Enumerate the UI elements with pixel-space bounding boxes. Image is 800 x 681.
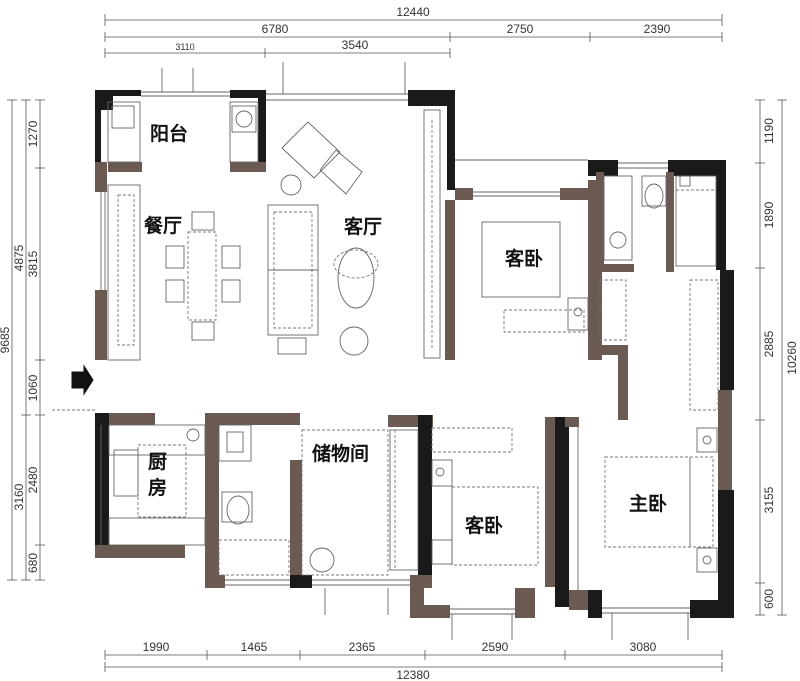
walls bbox=[95, 90, 734, 618]
dim-left-2480: 2480 bbox=[26, 466, 40, 493]
dim-top-2390: 2390 bbox=[644, 22, 671, 36]
dim-right-600: 600 bbox=[762, 589, 776, 609]
dim-top-3540: 3540 bbox=[342, 38, 369, 52]
room-label-balcony: 阳台 bbox=[150, 122, 188, 145]
room-label-master-bedroom: 主卧 bbox=[629, 493, 667, 515]
windows bbox=[100, 62, 690, 640]
top-dimensions: 12440 6780 2750 2390 3110 3540 bbox=[104, 5, 723, 58]
furniture bbox=[107, 101, 719, 590]
room-label-living: 客厅 bbox=[344, 215, 382, 238]
dim-top-total: 12440 bbox=[396, 5, 430, 19]
dim-bottom-1465: 1465 bbox=[241, 640, 268, 654]
dim-left-1270: 1270 bbox=[26, 120, 40, 147]
dim-right-1890: 1890 bbox=[762, 201, 776, 228]
dim-bottom-2365: 2365 bbox=[349, 640, 376, 654]
dim-top-3110: 3110 bbox=[175, 42, 194, 52]
dim-right-1190: 1190 bbox=[762, 118, 776, 144]
room-label-dining: 餐厅 bbox=[144, 214, 182, 237]
dim-left-3160: 3160 bbox=[12, 483, 26, 510]
dim-left-4875: 4875 bbox=[12, 244, 26, 271]
dim-right-3155: 3155 bbox=[762, 486, 776, 513]
left-dimensions: 9685 4875 3160 1270 3815 1060 2480 680 bbox=[0, 99, 45, 581]
bottom-dimensions: 1990 1465 2365 2590 3080 12380 bbox=[104, 640, 723, 681]
room-labels: 阳台 餐厅 客厅 客卧 储物间 客卧 主卧 厨 房 bbox=[144, 122, 667, 537]
dim-left-9685: 9685 bbox=[0, 326, 12, 353]
dim-left-680: 680 bbox=[26, 553, 40, 573]
room-label-guest-bedroom-1: 客卧 bbox=[505, 247, 543, 270]
room-label-guest-bedroom-2: 客卧 bbox=[465, 514, 503, 537]
right-dimensions: 1190 1890 2885 3155 600 10260 bbox=[755, 99, 799, 616]
dim-bottom-3080: 3080 bbox=[630, 640, 657, 654]
room-label-kitchen-char-2: 房 bbox=[148, 476, 167, 499]
dim-left-1060: 1060 bbox=[26, 374, 40, 401]
dim-bottom-2590: 2590 bbox=[482, 640, 509, 654]
dim-bottom-1990: 1990 bbox=[143, 640, 170, 654]
dim-top-2750: 2750 bbox=[507, 22, 534, 36]
dim-left-3815: 3815 bbox=[26, 250, 40, 277]
dim-right-10260: 10260 bbox=[785, 341, 799, 375]
room-label-kitchen-char-1: 厨 bbox=[148, 451, 167, 473]
dim-right-2885: 2885 bbox=[762, 330, 776, 357]
dim-bottom-total: 12380 bbox=[396, 668, 430, 681]
entrance-arrow-icon bbox=[52, 364, 95, 411]
room-label-storage: 储物间 bbox=[312, 442, 369, 465]
dim-top-6780: 6780 bbox=[262, 22, 289, 36]
